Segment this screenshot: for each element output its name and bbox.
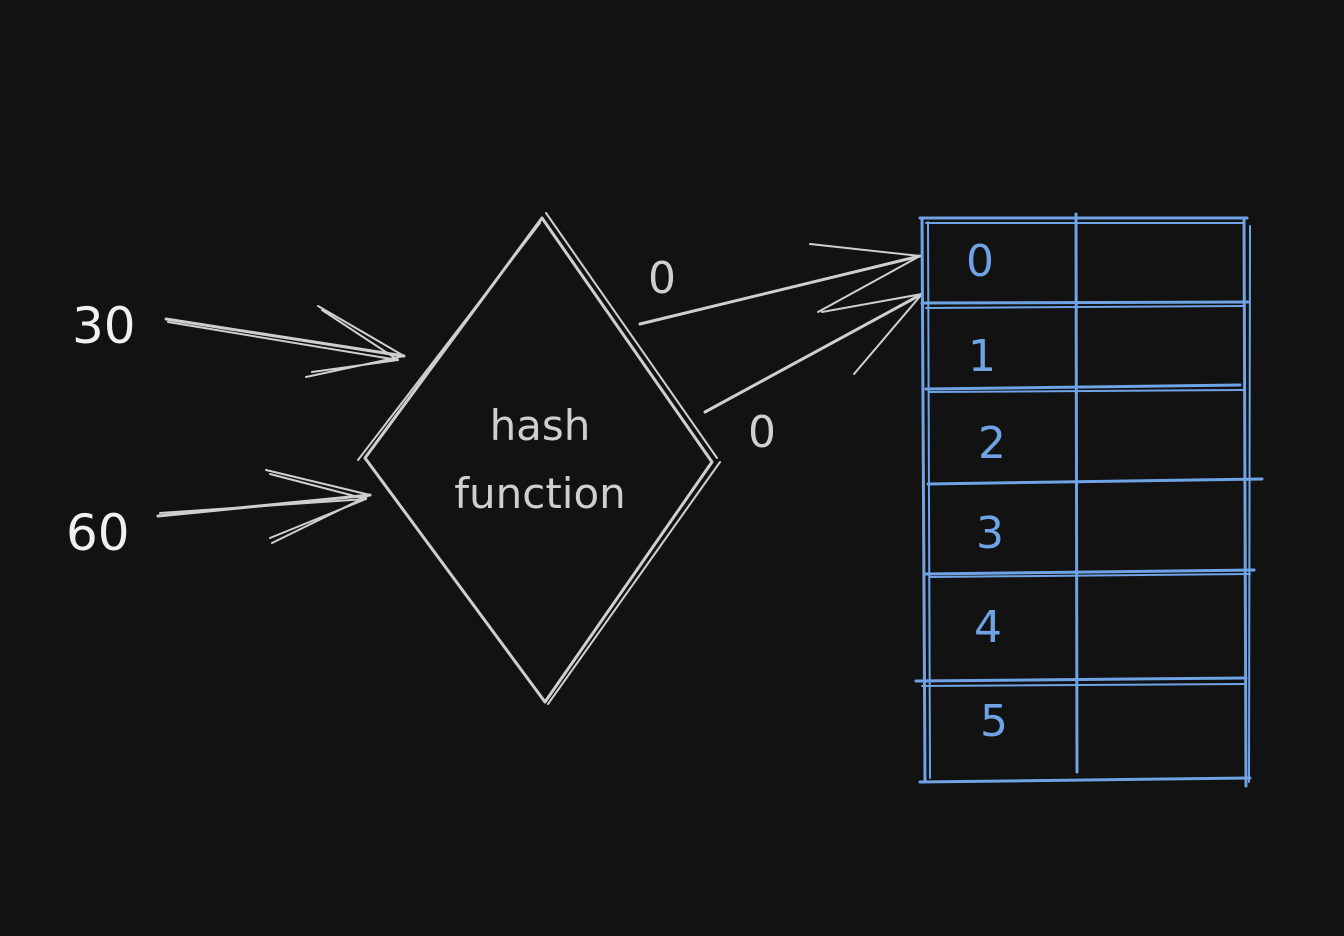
table-index-5: 5 — [980, 696, 1008, 747]
hash-label-function: function — [454, 469, 626, 518]
arrow-30-to-hash — [164, 305, 406, 378]
table-index-0: 0 — [966, 236, 994, 287]
table-index-4: 4 — [974, 602, 1002, 653]
table-index-2: 2 — [978, 418, 1006, 469]
arrow-hash-to-slot-0-upper — [638, 243, 922, 326]
output-value-upper: 0 — [648, 253, 676, 304]
table-index-3: 3 — [976, 508, 1004, 559]
table-index-1: 1 — [968, 331, 996, 382]
arrow-60-to-hash — [156, 469, 372, 544]
hash-table — [914, 212, 1264, 788]
input-key-30: 30 — [72, 297, 136, 355]
arrow-hash-to-slot-0-lower — [703, 292, 924, 414]
input-key-60: 60 — [66, 504, 130, 562]
hash-function-diamond — [357, 212, 721, 705]
hash-label-hash: hash — [490, 401, 591, 450]
output-value-lower: 0 — [748, 407, 776, 458]
